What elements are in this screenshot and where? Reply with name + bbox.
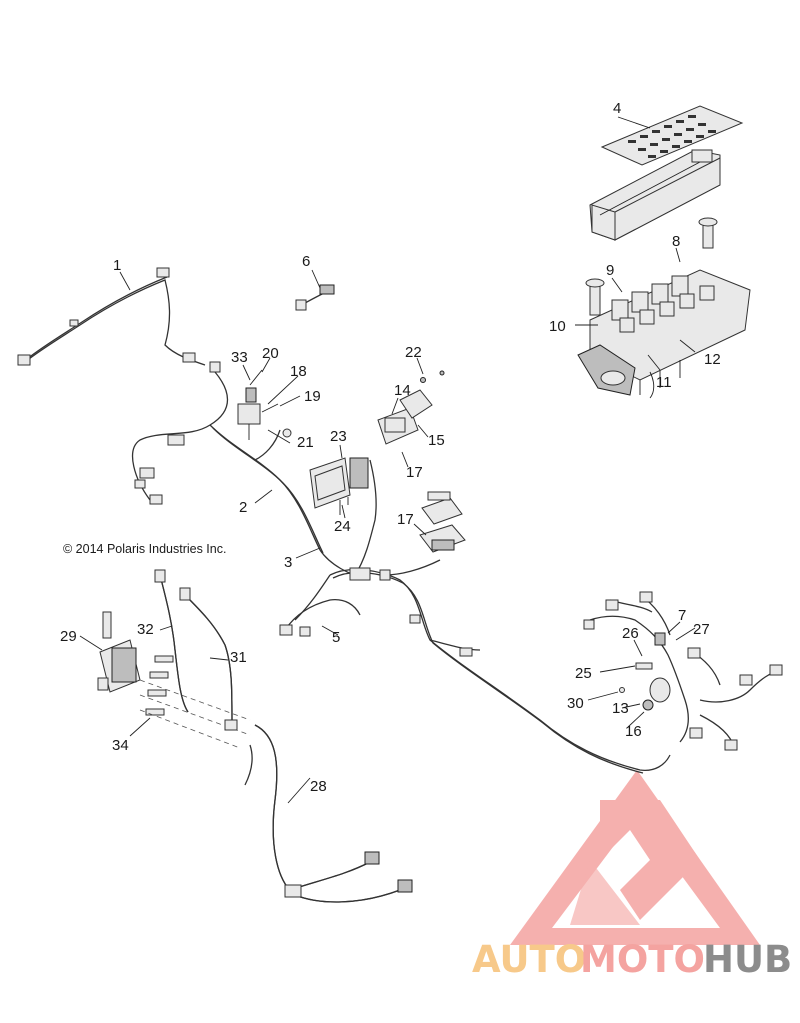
callout-8: 8	[672, 233, 680, 250]
callout-10: 10	[549, 318, 566, 335]
callout-25: 25	[575, 665, 592, 682]
regulator-29	[97, 611, 141, 693]
cable-31	[179, 587, 238, 731]
callout-32: 32	[137, 621, 154, 638]
harness-1	[17, 267, 206, 366]
copyright-notice: © 2014 Polaris Industries Inc.	[63, 542, 226, 556]
cable-32	[154, 569, 189, 713]
callout-20: 20	[262, 345, 279, 362]
main-harness-3	[294, 459, 671, 774]
harness-5	[279, 599, 361, 637]
callout-9: 9	[606, 262, 614, 279]
callout-16: 16	[625, 723, 642, 740]
watermark-wordmark: AUTO MOTO HUB	[472, 938, 792, 981]
callout-2: 2	[239, 499, 247, 516]
rear-harness-7	[583, 591, 783, 751]
watermark-hub: HUB	[703, 938, 792, 981]
callout-19: 19	[304, 388, 321, 405]
cable-28	[244, 724, 413, 903]
callout-22: 22	[405, 344, 422, 361]
fuse-box-cover	[589, 149, 721, 241]
callout-17-upper: 17	[406, 464, 423, 481]
callout-11: 11	[656, 374, 672, 391]
watermark-moto: MOTO	[580, 938, 705, 981]
callout-4: 4	[613, 100, 621, 117]
callout-30: 30	[567, 695, 584, 712]
dashed-alignment-lines	[139, 679, 251, 749]
callout-24: 24	[334, 518, 351, 535]
fuse-box-label-sheet	[600, 105, 744, 166]
callout-23: 23	[330, 428, 347, 445]
fasteners-22	[420, 370, 445, 383]
fuse-box-base	[577, 269, 751, 399]
callout-15: 15	[428, 432, 445, 449]
main-harness-2	[131, 361, 366, 579]
cover-15	[399, 389, 433, 419]
callout-28: 28	[310, 778, 327, 795]
callout-12: 12	[704, 351, 721, 368]
callout-21: 21	[297, 434, 314, 451]
module-14	[377, 407, 419, 445]
fuse-box-bolts	[585, 217, 718, 316]
callout-numbers: 1 2 3 4 5 6 7 8 9 10 11 12 13 14 15 16 1…	[60, 100, 721, 795]
bolts-34	[145, 655, 174, 716]
callout-34: 34	[112, 737, 129, 754]
callout-6: 6	[302, 253, 310, 270]
harness-6	[295, 284, 335, 311]
callout-13: 13	[612, 700, 629, 717]
watermark-auto: AUTO	[472, 938, 586, 981]
callout-7: 7	[678, 607, 686, 624]
callout-3: 3	[284, 554, 292, 571]
callout-1: 1	[113, 257, 121, 274]
callout-27: 27	[693, 621, 710, 638]
leader-lines	[79, 116, 696, 804]
callout-33: 33	[231, 349, 248, 366]
ecu-module	[309, 457, 369, 515]
relay-bracket	[237, 369, 292, 440]
callout-18: 18	[290, 363, 307, 380]
automotohub-triangle-logo	[510, 770, 760, 945]
callout-31: 31	[230, 649, 247, 666]
fuse-holder-17	[419, 491, 466, 553]
callout-26: 26	[622, 625, 639, 642]
callout-14: 14	[394, 382, 411, 399]
callout-17-lower: 17	[397, 511, 414, 528]
callout-29: 29	[60, 628, 77, 645]
callout-5: 5	[332, 629, 340, 646]
